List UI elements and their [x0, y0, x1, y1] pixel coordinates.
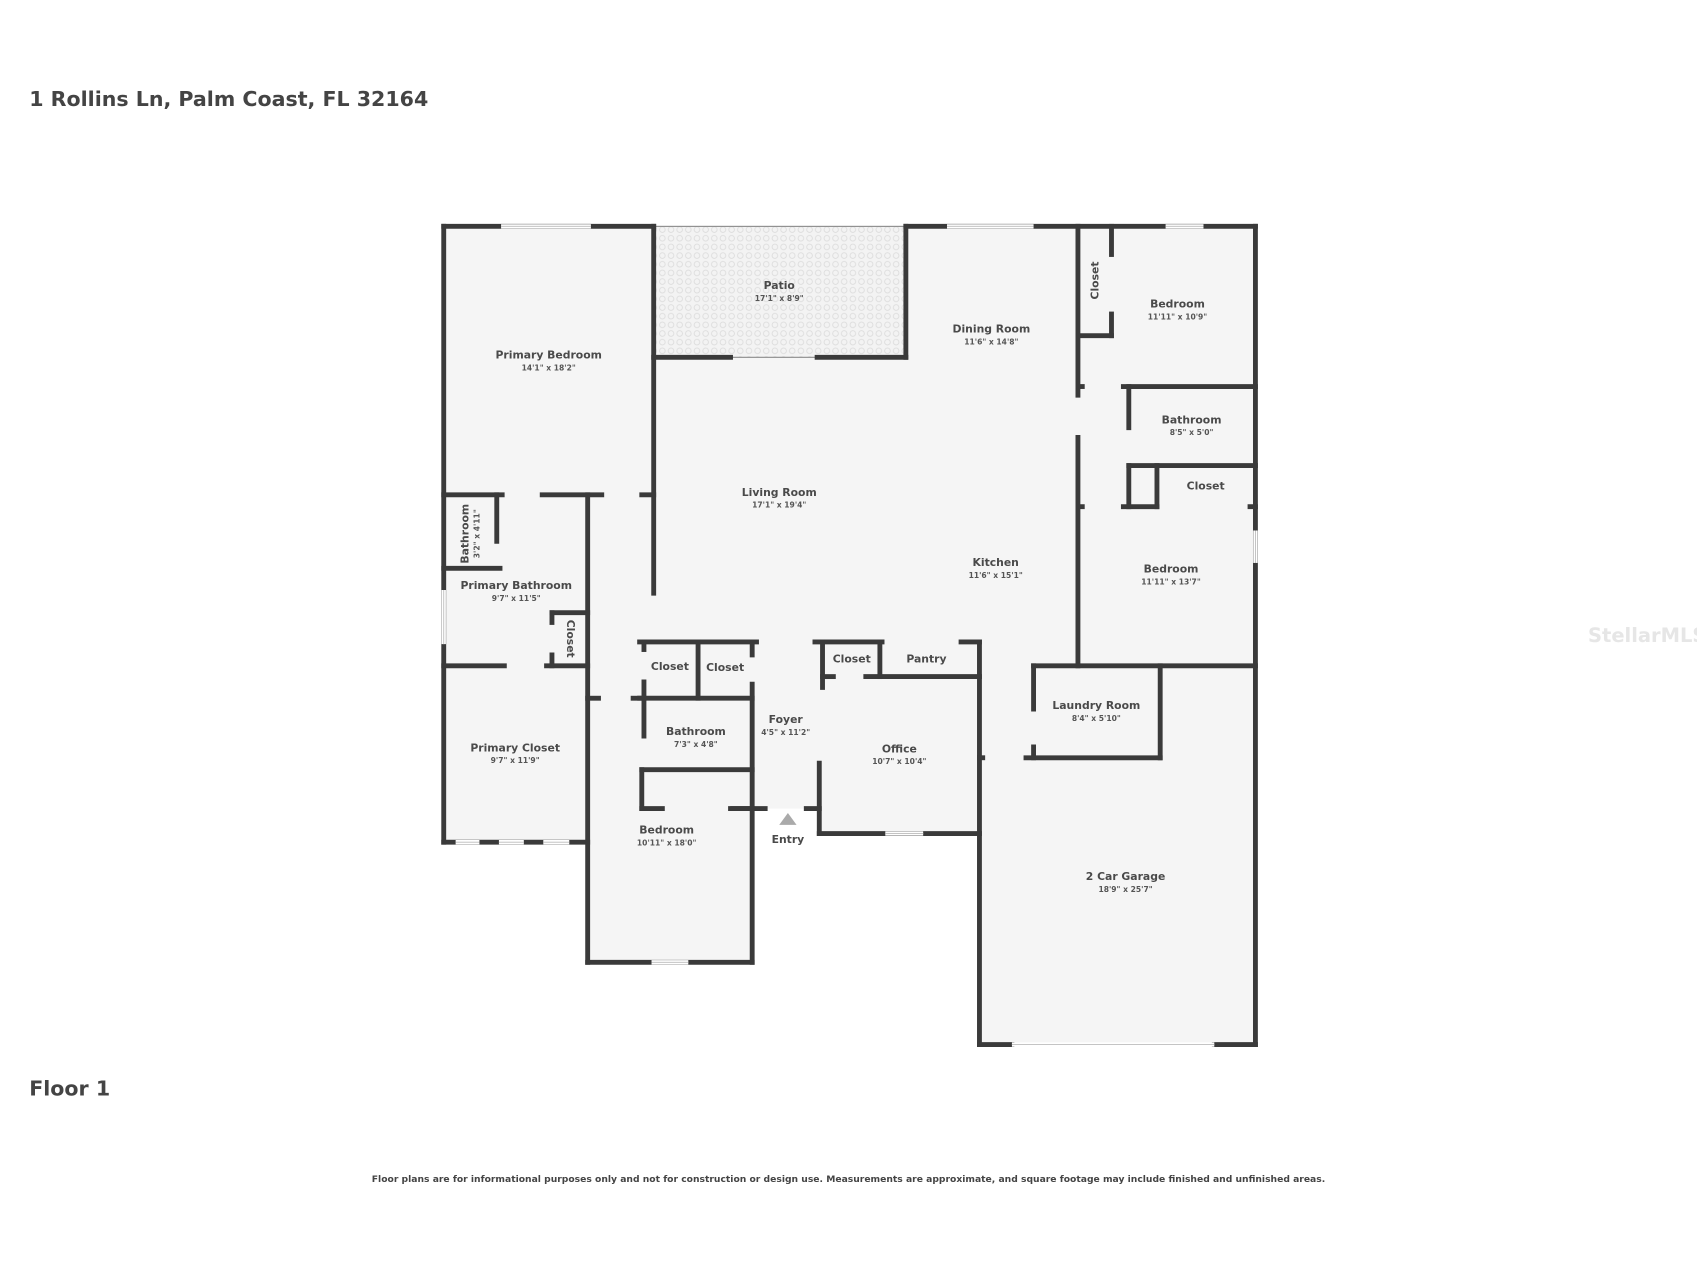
room-dims: 7'3" x 4'8": [674, 740, 718, 749]
house-floor: [443, 226, 1256, 1045]
room-dims: 4'5" x 11'2": [761, 728, 810, 737]
room-dims: 9'7" x 11'5": [492, 594, 541, 603]
room-name: Bathroom: [666, 725, 726, 738]
room-dims: 14'1" x 18'2": [522, 363, 576, 372]
room-dims: 11'6" x 14'8": [964, 337, 1018, 346]
room-name: Foyer: [769, 713, 804, 726]
room-name: Bedroom: [1144, 563, 1199, 576]
address-title: 1 Rollins Ln, Palm Coast, FL 32164: [29, 87, 428, 111]
room-name: Closet: [706, 661, 744, 674]
room-name: Bathroom: [459, 504, 472, 564]
room-dims: 11'11" x 10'9": [1148, 312, 1208, 321]
room-name: Kitchen: [972, 556, 1018, 569]
room-dims: 3'2" x 4'11": [472, 509, 481, 558]
room-name: Living Room: [742, 486, 817, 499]
room-name: Bathroom: [1162, 413, 1222, 426]
room-dims: 9'7" x 11'9": [491, 756, 540, 765]
entry-arrow-icon: [779, 812, 797, 825]
room-name: Primary Bedroom: [495, 348, 601, 361]
room-name: Closet: [1187, 479, 1225, 492]
room-name: Bedroom: [1150, 298, 1205, 311]
room-labels: Primary Bedroom 14'1" x 18'2" Patio 17'1…: [459, 261, 1225, 893]
room-name: 2 Car Garage: [1086, 870, 1166, 883]
room-name: Closet: [651, 660, 689, 673]
room-dims: 17'1" x 8'9": [755, 294, 804, 303]
room-dims: 17'1" x 19'4": [752, 501, 806, 510]
room-name: Office: [882, 742, 917, 755]
room-dims: 11'6" x 15'1": [969, 571, 1023, 580]
disclaimer: Floor plans are for informational purpos…: [372, 1174, 1325, 1185]
walls: [441, 223, 1258, 1047]
room-dims: 10'11" x 18'0": [637, 838, 697, 847]
watermark-logo: StellarMLS: [1588, 624, 1697, 647]
room-dims: 18'9" x 25'7": [1098, 885, 1152, 894]
room-dims: 8'5" x 5'0": [1170, 428, 1214, 437]
room-name: Patio: [764, 279, 795, 292]
room-name: Primary Closet: [470, 741, 560, 754]
room-name: Laundry Room: [1052, 699, 1140, 712]
room-name: Closet: [564, 620, 577, 658]
room-name: Primary Bathroom: [460, 579, 572, 592]
doors-windows: [441, 224, 1258, 1047]
floor-label: Floor 1: [29, 1076, 110, 1100]
room-name: Pantry: [906, 653, 946, 666]
room-name: Closet: [833, 653, 871, 666]
room-dims: 11'11" x 13'7": [1141, 578, 1201, 587]
room-name: Bedroom: [639, 824, 694, 837]
entry-label: Entry: [772, 833, 805, 846]
room-name: Closet: [1089, 261, 1102, 299]
room-dims: 10'7" x 10'4": [872, 757, 926, 766]
room-dims: 8'4" x 5'10": [1072, 714, 1121, 723]
room-name: Dining Room: [952, 322, 1030, 335]
